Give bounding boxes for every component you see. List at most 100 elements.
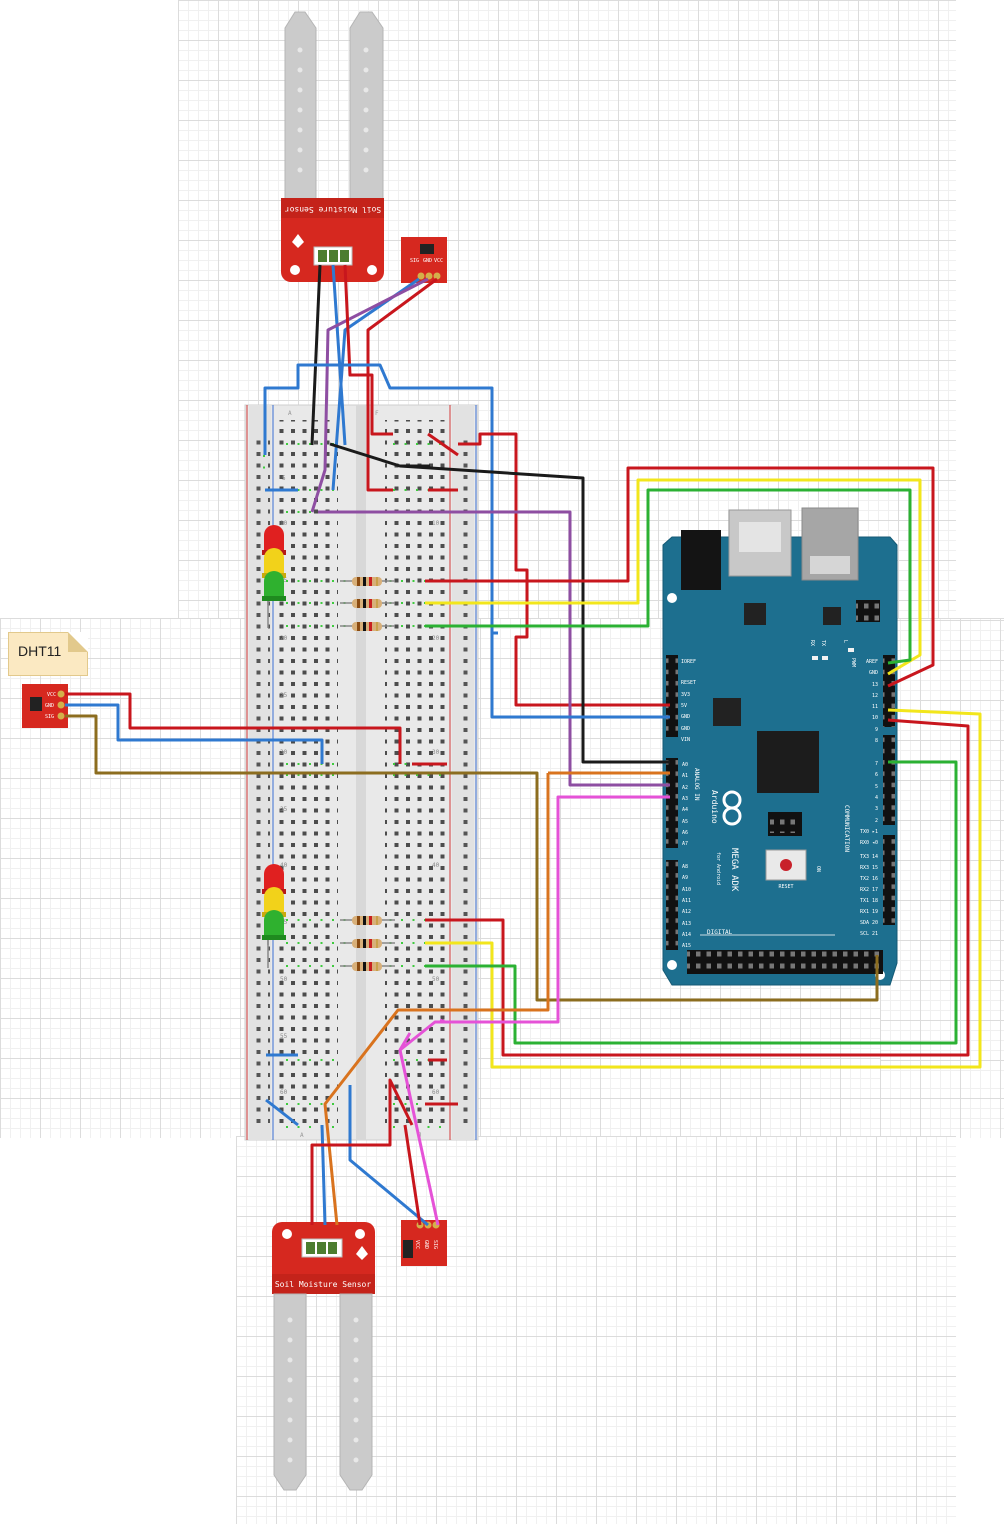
wire-red [403,1124,422,1226]
svg-text:RX3 15: RX3 15 [860,865,878,871]
l-label: L [842,640,848,643]
pwm-header-a [883,655,895,727]
svg-text:GND: GND [681,726,690,732]
wire-magenta [398,795,670,1226]
digital-header [687,950,883,974]
row-number: 55 [280,1033,288,1040]
svg-text:GND: GND [869,670,878,676]
power-jack [681,530,721,590]
svg-text:3: 3 [875,806,878,812]
svg-text:7: 7 [875,761,878,767]
svg-text:A4: A4 [682,807,688,813]
pwm-label: PWM [850,658,856,667]
svg-text:5V: 5V [681,703,687,709]
arduino-logo [722,790,742,826]
svg-text:A11: A11 [682,898,691,904]
svg-text:9: 9 [875,727,878,733]
svg-text:RESET: RESET [681,680,696,686]
svg-text:RX2 17: RX2 17 [860,887,878,893]
moisture-sensor-top[interactable]: Soil Moisture Sensor [281,11,384,282]
wire-purple [310,277,429,513]
microcontroller [757,731,819,793]
resistor [352,916,382,925]
pwm-header-b [883,735,895,825]
led-group-top[interactable] [262,525,286,628]
svg-text:10: 10 [872,715,878,721]
row-number: 60 [432,1089,440,1096]
wire-green [425,488,912,665]
sensor-label: Soil Moisture Sensor [275,1280,372,1289]
wire-blue [348,1085,429,1227]
row-number: 20 [280,635,288,642]
svg-text:IOREF: IOREF [681,659,696,665]
wire-purple [318,510,670,787]
svg-text:A12: A12 [682,909,691,915]
communication-label: COMMUNICATION [843,805,850,852]
row-number: 5 [282,475,286,482]
arduino-mega-adk[interactable]: RESET IOREF RESET 3V3 5V GND GND VIN A0 … [662,507,898,986]
row-number: 50 [280,976,288,983]
wire-red [310,1078,414,1225]
resistor [352,577,382,586]
svg-text:GND: GND [681,714,690,720]
svg-text:SDA 20: SDA 20 [860,920,878,926]
row-number: 35 [280,806,288,813]
wire-red [366,277,438,492]
svg-text:A2: A2 [682,785,688,791]
sensor-label: Soil Moisture Sensor [285,205,382,214]
wire-magenta [439,1018,446,1024]
wire-green [425,760,958,1045]
arduino-model: MEGA ADK [729,848,739,892]
temp-pin-label: GND [423,258,432,264]
temp-module-top[interactable]: SIG GND VCC [401,237,447,283]
moisture-sensor-bottom[interactable]: Soil Moisture Sensor [272,1222,375,1491]
svg-text:A9: A9 [682,875,688,881]
temp-module-bottom[interactable]: VCC GND SIG [401,1220,447,1266]
led-group-bottom[interactable] [262,864,286,968]
chip [744,603,766,625]
svg-text:SCL 21: SCL 21 [860,931,878,937]
wire-red [425,718,970,1057]
wire-yellow [425,478,922,676]
svg-text:TX0 ▸1: TX0 ▸1 [860,829,878,835]
sensor-board [281,198,384,282]
analog-header-b [666,860,678,950]
wire-blue [490,633,670,719]
row-number: 30 [432,749,440,756]
resistor [352,939,382,948]
green-led [262,571,286,601]
temp-pin-label: GND [423,1240,429,1249]
comm-header [883,835,895,925]
svg-text:11: 11 [872,704,878,710]
wire-blue [320,1124,327,1226]
pwm-pin-labels: AREF GND 13 12 11 10 9 8 7 6 5 4 3 2 TX0… [860,659,878,846]
svg-text:TX1 18: TX1 18 [860,898,878,904]
svg-text:VIN: VIN [681,737,690,743]
analog-in-label: ANALOG IN [693,768,700,801]
resistors-bottom[interactable] [340,916,395,971]
dht11-note[interactable]: DHT11 [8,632,88,676]
reset-label: RESET [778,884,793,890]
row-number: 40 [432,862,440,869]
svg-text:A13: A13 [682,921,691,927]
row-number: 10 [280,520,288,527]
svg-text:12: 12 [872,693,878,699]
wire-blue [263,363,498,635]
wire-black [329,442,670,764]
dht-pin-label: SIG [45,714,54,720]
svg-text:13: 13 [872,682,878,688]
svg-text:6: 6 [875,772,878,778]
arduino-subtitle: for Android [715,852,721,885]
svg-text:A15: A15 [682,943,691,949]
grid-background [880,620,1004,1080]
resistors-top[interactable] [340,577,395,631]
wire-yellow [425,708,982,1069]
svg-text:A1: A1 [682,773,688,779]
wire-blue [331,264,347,446]
wire-red [427,432,459,457]
temp-pin-label: VCC [434,258,443,264]
dht11-module[interactable]: VCC GND SIG [22,684,68,728]
wire-red [425,466,935,688]
wire-blue [65,703,324,764]
